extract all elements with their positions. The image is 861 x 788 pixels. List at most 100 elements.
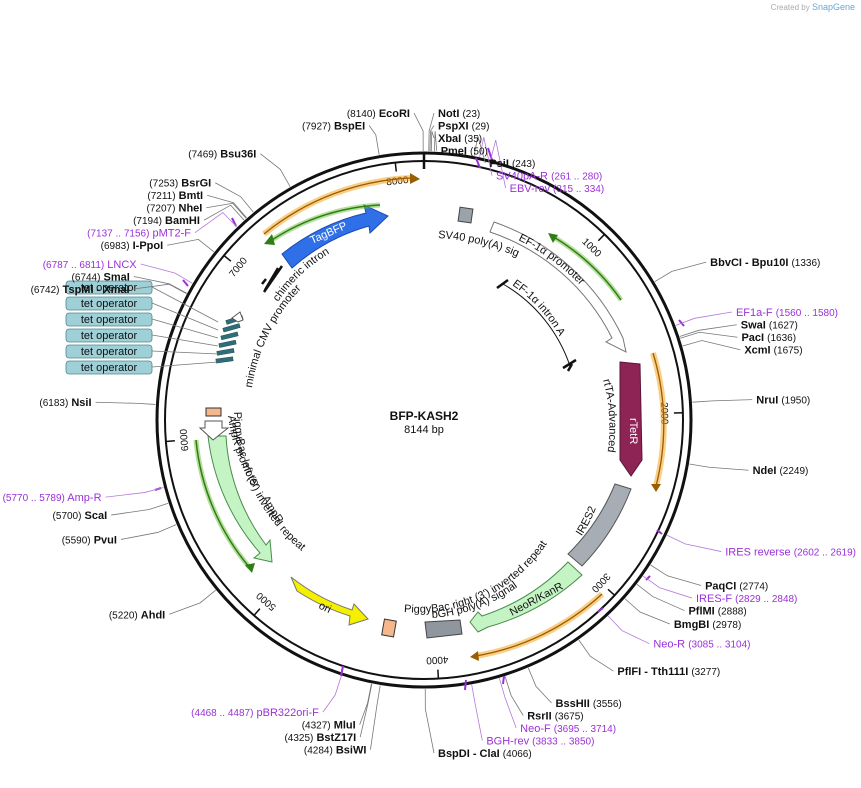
enzyme-label: BspDI - ClaI (4066) [438,748,532,760]
enzyme-label: (7253) BsrGI [149,178,211,190]
enzyme-position: (7469) [188,150,217,161]
enzyme-position: (243) [512,159,535,170]
enzyme-name: BsiWI [336,745,367,757]
primer-range: (3695 .. 3714) [554,724,616,735]
orf-orange-right-head [651,484,661,492]
primer-range: (7137 .. 7156) [87,229,149,240]
enzyme-position: (3556) [593,699,622,710]
enzyme-label: BmgBI (2978) [674,619,741,631]
ori-label: ori [317,600,333,616]
leader-line [490,139,507,189]
orf-green-top-line [551,235,622,301]
primer-name: BGH-rev [486,735,529,747]
bgh-polya-block [424,619,463,639]
primer-label: IRES reverse (2602 .. 2619) [725,547,856,559]
enzyme-label: (7207) NheI [147,203,203,215]
enzyme-name: BamHI [165,215,200,227]
tet-operator-box: tet operator [65,328,219,347]
leader-line [206,194,247,218]
piggybac-left-label: PiggyBac left (5') inverted repeat [231,412,307,554]
tet-operator-box: tet operator [65,360,219,375]
primer-label: (4468 .. 4487) pBR322ori-F [191,707,319,719]
enzyme-label: PflMI (2888) [688,606,746,618]
enzyme-label: (4284) BsiWI [304,745,367,757]
primer-name: pBR322ori-F [257,707,320,719]
leader-line [95,401,156,405]
primer-label: Neo-R (3085 .. 3104) [653,639,750,651]
plasmid-length: 8144 bp [404,424,444,436]
leader-line [140,263,193,284]
leader-line [194,211,238,234]
primer-range: (2829 .. 2848) [735,594,797,605]
enzyme-label: SwaI (1627) [741,320,798,332]
enzyme-position: (50) [470,147,488,158]
enzyme-label: NdeI (2249) [753,465,809,477]
enzyme-position: (6983) [101,241,130,252]
primer-label: (6787 .. 6811) LNCX [43,259,138,271]
primer-label: EBV-rev (315 .. 334) [510,183,605,195]
enzyme-label: PflFI - Tth111I (3277) [617,666,720,678]
leader-line [424,688,435,754]
primer-range: (1560 .. 1580) [776,308,838,319]
enzyme-name: AhdI [141,609,165,621]
enzyme-label: (8140) EcoRI [347,108,410,120]
piggybac-left-marker [205,407,222,417]
enzyme-label: PacI (1636) [741,332,796,344]
tick-mark [394,162,398,172]
leader-line [642,575,693,599]
tet-operator-text: tet operator [81,330,138,342]
primer-label: Neo-F (3695 .. 3714) [520,723,616,735]
primer-range: (2602 .. 2619) [794,548,856,559]
enzyme-position: (4325) [284,733,313,744]
leader-lines [95,112,753,754]
enzyme-position: (6744) [72,272,101,283]
leader-line [471,684,483,741]
ef1a-intron-line [502,283,571,367]
orf-green-left-head [245,563,255,573]
sv40-polya-marker [457,206,474,224]
primer-name: pMT2-F [152,228,191,240]
primer-range: (315 .. 334) [553,184,604,195]
rtta-advanced-label: rtTA-Advanced [600,378,618,453]
enzyme-label: NruI (1950) [756,395,810,407]
primer-label: EF1a-F (1560 .. 1580) [736,307,838,319]
enzyme-name: NotI [438,108,459,120]
rtetr-arrow [619,361,643,477]
orf-orange-bottom-line [475,593,603,657]
enzyme-name: BmtI [179,190,203,202]
primer-name: EF1a-F [736,307,773,319]
enzyme-name: Bsu36I [220,149,256,161]
leader-line [120,524,177,540]
leader-line [527,667,552,704]
orf-orange-bottom-head [470,651,479,661]
leader-line [111,502,169,516]
enzyme-position: (2774) [739,582,768,593]
enzyme-name: BmgBI [674,619,709,631]
leader-line [650,564,702,586]
enzyme-name: SmaI [104,271,130,283]
primer-range: (261 .. 280) [551,172,602,183]
tick-mark [223,254,232,262]
enzyme-label: (7194) BamHI [133,215,200,227]
primer-range: (6787 .. 6811) [43,260,105,271]
leader-line [473,135,486,164]
leader-line [169,589,216,615]
enzyme-position: (4327) [302,721,331,732]
enzyme-name: PaqCI [705,581,736,593]
enzyme-position: (1636) [767,333,796,344]
enzyme-name: PflFI - Tth111I [617,666,688,678]
tet-operator-text: tet operator [81,346,138,358]
leader-line [133,276,187,294]
tet-operator-text: tet operator [81,314,138,326]
orf-green-topleft-head [264,234,275,245]
minimal-cmv-arrow [231,311,244,323]
enzyme-name: XcmI [744,345,770,357]
leader-line [654,261,707,283]
snapgene-credit: Created by SnapGene [771,2,855,12]
enzyme-position: (1627) [769,321,798,332]
enzyme-position: (7207) [147,204,176,215]
enzyme-position: (2978) [712,620,741,631]
enzyme-label: (4327) MluI [302,720,356,732]
tet-operator-text: tet operator [81,298,138,310]
enzyme-label: BbvCI - Bpu10I (1336) [710,257,820,269]
